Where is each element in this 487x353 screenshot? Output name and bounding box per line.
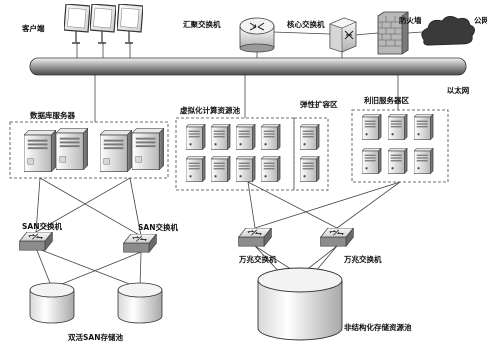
db-server-icon [100,130,132,172]
elastic-zone-label: 弹性扩容区 [300,99,338,109]
san-storage-label: 双活SAN存储池 [68,332,123,342]
router-arrows-icon [249,22,265,31]
switch-icon [19,232,53,251]
db-server-label: 数据库服务器 [30,110,75,120]
gigabit-switch-right: 万兆交换机 [320,228,382,264]
san-switch-right: SAN交换机 [123,222,178,253]
compute-server-icon [211,156,231,182]
aggregation-switch-label: 汇聚交换机 [183,19,221,29]
virt-pool-label: 虚拟化计算资源池 [180,105,240,115]
compute-server-icon [186,156,206,182]
storage-cylinder-icon [29,282,75,324]
aggregation-switch: 汇聚交换机 [183,17,275,53]
gigabit-switch-right-label: 万兆交换机 [343,254,382,264]
gigabit-switch-left: 万兆交换机 [238,228,277,264]
db-server-icon [132,128,164,170]
legacy-server-icon [388,114,408,140]
gigabit-switch-left-label: 万兆交换机 [238,254,277,264]
ethernet-bus [29,57,467,76]
legacy-server-icon [388,148,408,174]
ethernet-label: 以太网 [447,85,470,95]
elastic-expansion-zone: 弹性扩容区 [293,99,338,191]
legacy-server-zone: 利旧服务器区 [351,95,449,183]
client-monitor-icon [64,4,90,44]
san-switch-left: SAN交换机 [19,221,62,251]
compute-server-icon [236,124,256,150]
san-switch-left-label: SAN交换机 [22,221,62,231]
switch-icon [123,234,157,253]
unstructured-storage-label: 非结构化存储资源池 [344,322,412,332]
db-server-zone: 数据库服务器 [9,110,169,179]
compute-server-icon [211,124,231,150]
client-label: 客户端 [21,23,45,33]
compute-server-icon [261,156,281,182]
cloud-icon [421,16,475,46]
network-links [35,31,423,293]
core-switch: 核心交换机 [287,17,357,53]
firewall-label: 防火墙 [399,15,422,25]
switch-icon [320,228,354,247]
core-switch-label: 核心交换机 [287,19,325,29]
db-server-icon [56,128,88,170]
brick-wall-icon [378,16,402,47]
compute-server-icon [261,124,281,150]
legacy-server-label: 利旧服务器区 [363,95,409,105]
storage-cylinder-icon [117,282,163,324]
virtualized-compute-pool: 虚拟化计算资源池 [175,105,295,191]
compute-server-icon [236,156,256,182]
switch-arrows-icon [344,30,354,40]
internet-label: 公网 [474,16,487,25]
internet-cloud: 公网 [421,16,487,46]
legacy-server-icon [362,114,382,140]
compute-server-icon [186,124,206,150]
elastic-server-icon [300,156,320,182]
client-group: 客户端 [21,4,143,44]
san-switch-right-label: SAN交换机 [138,222,178,232]
unstructured-storage-pool: 非结构化存储资源池 [257,267,412,341]
switch-icon [238,228,272,247]
legacy-server-icon [362,148,382,174]
legacy-server-icon [414,114,434,140]
storage-cylinder-icon [257,267,343,341]
elastic-server-icon [300,124,320,150]
san-storage-pool: 双活SAN存储池 [29,282,163,342]
client-monitor-icon [117,4,143,44]
db-server-icon [24,130,56,172]
legacy-server-icon [414,148,434,174]
firewall: 防火墙 [377,11,422,55]
client-monitor-icon [90,4,116,44]
